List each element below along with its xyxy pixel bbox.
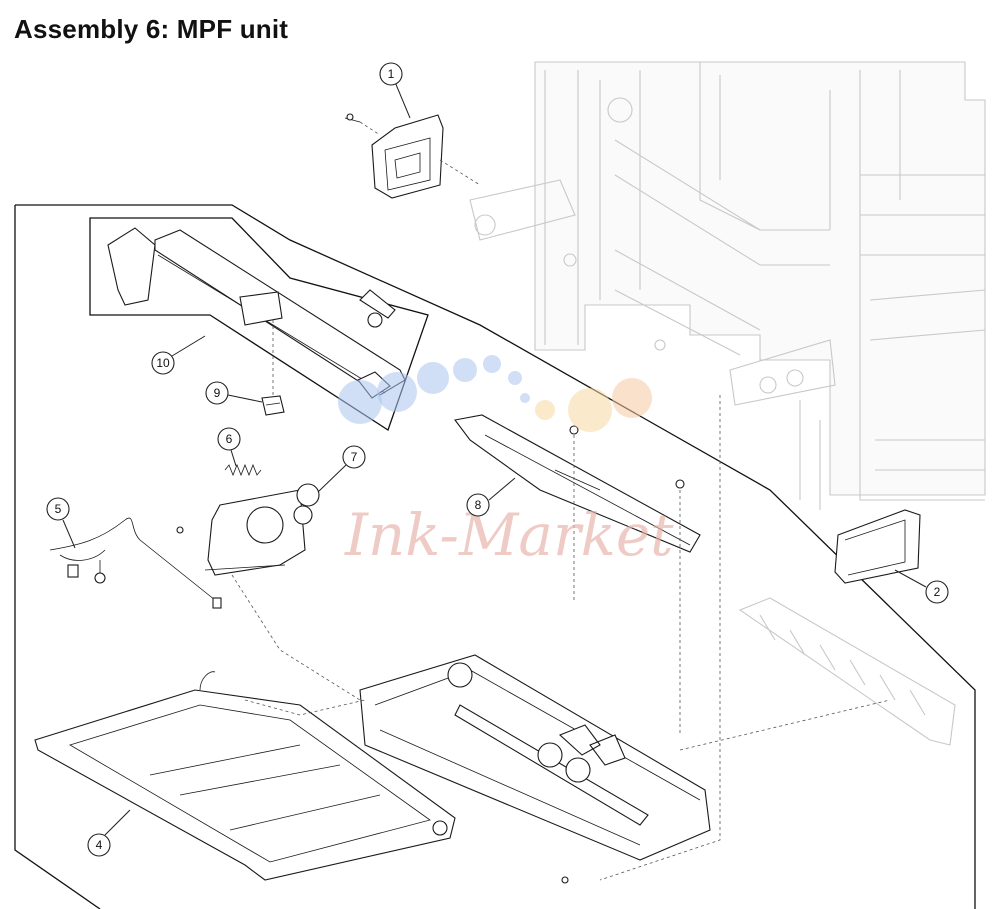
- callout-5-label: 5: [55, 502, 62, 516]
- callout-1-label: 1: [388, 67, 395, 81]
- part-10-guide-rail: [107, 227, 406, 399]
- callout-7: 7: [317, 445, 366, 493]
- callout-9: 9: [205, 381, 263, 405]
- callout-4: 4: [87, 809, 131, 857]
- callout-6-label: 6: [226, 432, 233, 446]
- callout-9-label: 9: [214, 386, 221, 400]
- part-9-sensor: [261, 395, 285, 416]
- callout-6: 6: [217, 427, 241, 467]
- callout-2-label: 2: [934, 585, 941, 599]
- part-2-cover: [834, 509, 921, 584]
- callout-10: 10: [151, 335, 206, 375]
- printer-frame-ghost: [469, 61, 986, 746]
- callout-2: 2: [894, 569, 949, 604]
- page-title: Assembly 6: MPF unit: [14, 14, 289, 44]
- callout-8-label: 8: [475, 498, 482, 512]
- callout-1: 1: [379, 62, 411, 119]
- inset-box-part-10: [89, 217, 429, 431]
- part-8-plate: [454, 414, 701, 553]
- part-7-gear-plate: [176, 483, 320, 576]
- part-1-bracket: [344, 113, 444, 199]
- callout-4-label: 4: [96, 838, 103, 852]
- watermark: Ink-Market: [338, 355, 674, 569]
- watermark-text: Ink-Market: [344, 501, 674, 569]
- callout-7-label: 7: [351, 450, 358, 464]
- assembly-boundary: [14, 204, 976, 909]
- part-4-tray: [34, 671, 456, 881]
- mpf-main-frame: [359, 654, 711, 884]
- part-5-wire-harness: [49, 517, 222, 609]
- callout-5: 5: [46, 497, 76, 549]
- part-6-spring: [224, 463, 262, 477]
- callout-10-label: 10: [156, 356, 170, 370]
- callout-8: 8: [466, 477, 516, 517]
